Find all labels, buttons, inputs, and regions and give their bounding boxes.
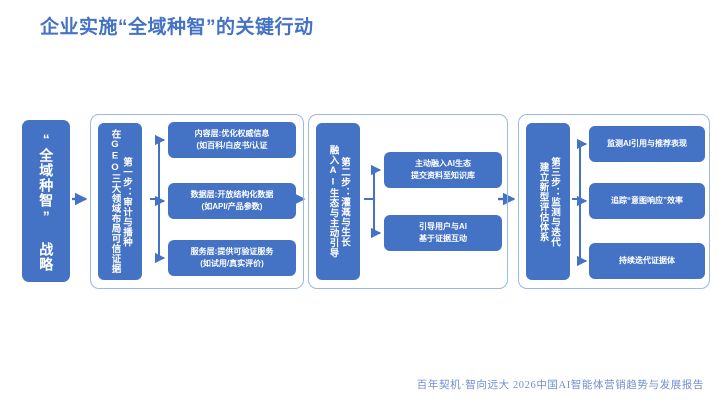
step-1-item-service-layer[interactable]: 服务层:提供可验证服务 (如试用/真实评价) bbox=[168, 240, 296, 276]
step-1-item-data-layer[interactable]: 数据层:开放结构化数据 (如API/产品参数) bbox=[168, 183, 296, 219]
step-1-title: 第一步：审计与播种 bbox=[120, 156, 132, 247]
step-3-item-track-intent-response[interactable]: 追踪“意图响应”效率 bbox=[589, 183, 705, 219]
step-1-item-2-line-2: (如试用/真实评价) bbox=[200, 259, 264, 268]
step-3-title: 第三步：监测与迭代 bbox=[548, 156, 560, 247]
step-2-item-join-ai-ecosystem[interactable]: 主动融入AI生态 提交资料至知识库 bbox=[384, 152, 502, 188]
footer-text: 百年契机·智向远大 2026中国AI智能体营销趋势与发展报告 bbox=[416, 380, 704, 391]
step-1-item-0-line-2: (如百科/白皮书/认证 bbox=[196, 141, 268, 150]
step-3-item-0-line-1: 监测AI引用与推荐表现 bbox=[607, 139, 687, 149]
step-3-subtitle: 建立新型评估体系 bbox=[537, 161, 549, 242]
step-2-item-1-line-1: 引导用户与AI bbox=[419, 222, 467, 232]
step-1-label-box[interactable]: 第一步：审计与播种 在GEO三大领域布局可信证据 bbox=[98, 123, 142, 280]
step-3-item-iterate-evidence[interactable]: 持续迭代证据体 bbox=[589, 243, 705, 279]
step-2-item-0-line-1: 主动融入AI生态 bbox=[415, 159, 471, 169]
step-1-item-content-layer[interactable]: 内容层:优化权威信息 (如百科/白皮书/认证 bbox=[168, 122, 296, 158]
step-group-2[interactable]: 第二步：灌溉与生长 融入AI生态与主动引导 bbox=[308, 114, 508, 289]
step-1-item-1-line-2: (如API/产品参数) bbox=[201, 202, 263, 211]
step-3-item-2-line-1: 持续迭代证据体 bbox=[619, 256, 675, 266]
step-3-label-box[interactable]: 第三步：监测与迭代 建立新型评估体系 bbox=[526, 123, 570, 280]
page-title: 企业实施“全域种智”的关键行动 bbox=[40, 17, 314, 38]
step-1-subtitle: 在GEO三大领域布局可信证据 bbox=[109, 129, 121, 274]
step-1-item-0-line-1: 内容层:优化权威信息 bbox=[194, 129, 270, 139]
step-1-item-1-line-1: 数据层:开放结构化数据 bbox=[190, 190, 274, 200]
step-3-item-monitor-citations[interactable]: 监测AI引用与推荐表现 bbox=[589, 126, 705, 162]
strategy-box-label: “全域种智” 战略 bbox=[38, 130, 55, 272]
step-group-1[interactable]: 第一步：审计与播种 在GEO三大领域布局可信证据 bbox=[90, 114, 304, 289]
step-2-subtitle: 融入AI生态与主动引导 bbox=[327, 145, 339, 258]
step-2-item-1-line-2: 基于证据互动 bbox=[419, 234, 467, 243]
step-2-item-guide-users[interactable]: 引导用户与AI 基于证据互动 bbox=[384, 215, 502, 251]
strategy-box[interactable]: “全域种智” 战略 bbox=[22, 120, 70, 282]
step-2-item-0-line-2: 提交资料至知识库 bbox=[411, 171, 475, 180]
step-3-item-1-line-1: 追踪“意图响应”效率 bbox=[611, 196, 683, 206]
step-group-3[interactable]: 第三步：监测与迭代 建立新型评估体系 bbox=[518, 114, 710, 289]
step-1-item-2-line-1: 服务层:提供可验证服务 bbox=[190, 247, 274, 257]
step-2-title: 第二步：灌溉与生长 bbox=[338, 156, 350, 247]
step-2-label-box[interactable]: 第二步：灌溉与生长 融入AI生态与主动引导 bbox=[316, 123, 360, 280]
